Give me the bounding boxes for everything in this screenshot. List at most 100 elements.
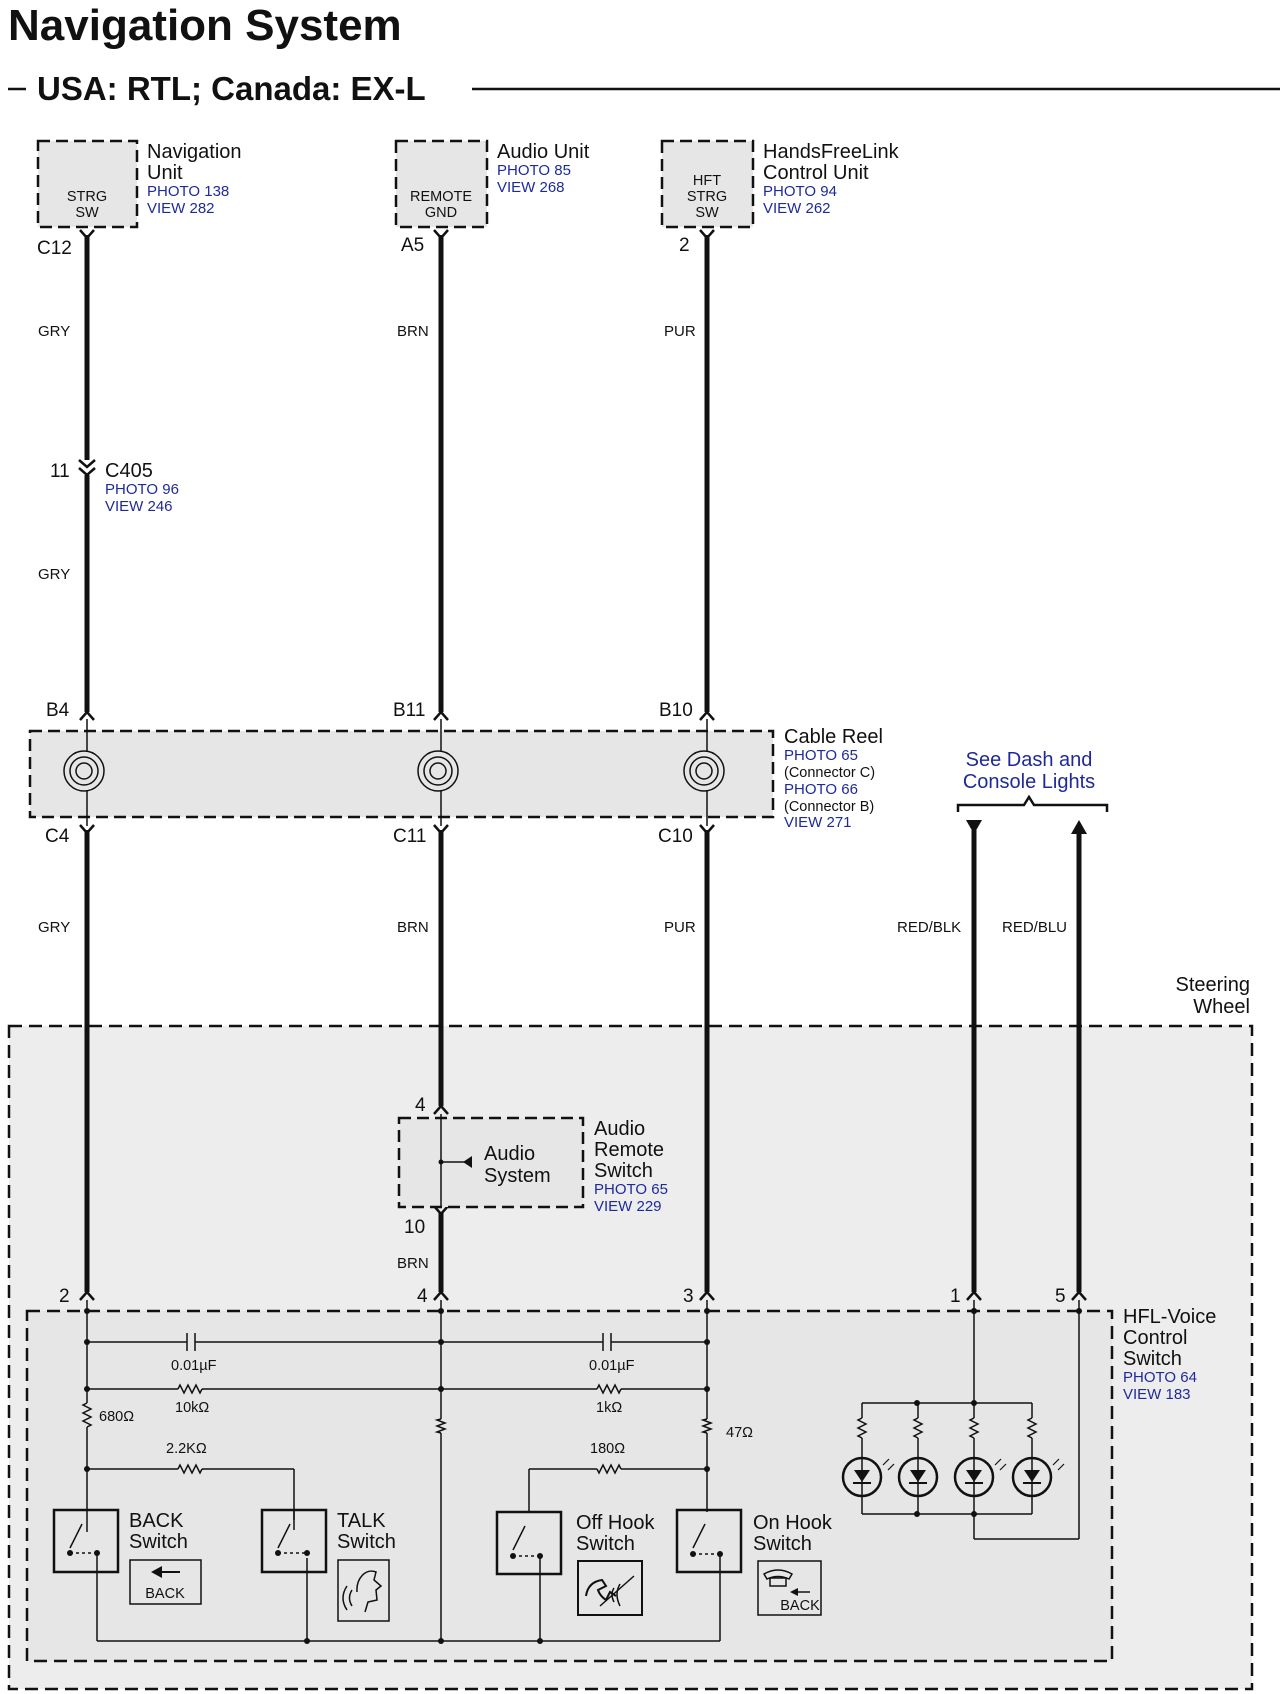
audio-remote-name-3: Switch	[594, 1160, 653, 1182]
wire-label-pur-1: PUR	[664, 323, 696, 340]
connector-marks	[78, 229, 1087, 1301]
audio-system-label-2: System	[484, 1165, 551, 1187]
hfl-voice-name-2: Control	[1123, 1327, 1187, 1349]
wire-label-brn-1: BRN	[397, 323, 429, 340]
page-title: Navigation System	[8, 1, 402, 50]
c405-view-link[interactable]: VIEW 246	[105, 498, 173, 515]
subtitle-row: USA: RTL; Canada: EX-L	[8, 70, 1280, 107]
hfl-unit-name-1: HandsFreeLink	[763, 141, 900, 163]
cap-1-value: 0.01µF	[171, 1358, 217, 1374]
audio-remote-pin-10: 10	[404, 1217, 425, 1238]
hfl-unit-name-2: Control Unit	[763, 162, 869, 184]
led-icon-2	[897, 1456, 939, 1498]
talk-switch-label-1: TALK	[337, 1510, 386, 1532]
audio-pin-a5: A5	[401, 235, 424, 256]
cap-2-value: 0.01µF	[589, 1358, 635, 1374]
led-icon-3	[953, 1456, 1007, 1498]
back-switch-label-2: Switch	[129, 1531, 188, 1553]
dash-lights-label-2[interactable]: Console Lights	[963, 771, 1095, 793]
nav-unit-view-link[interactable]: VIEW 282	[147, 200, 215, 217]
hfl-voice-pin-5: 5	[1055, 1286, 1066, 1307]
dash-lights-reference[interactable]: See Dash and Console Lights	[956, 749, 1109, 834]
on-hook-phone-icon: BACK	[757, 1560, 822, 1616]
wire-label-red-blu: RED/BLU	[1002, 919, 1067, 936]
hfl-terminal-label-3: SW	[695, 205, 719, 221]
led-icon-1	[841, 1456, 895, 1498]
nav-unit-name-2: Unit	[147, 162, 183, 184]
arrow-up-icon	[1071, 820, 1087, 834]
wire-label-brn-3: BRN	[397, 1255, 429, 1272]
resistor-680-value: 680Ω	[99, 1409, 134, 1425]
cable-reel-pin-c4: C4	[45, 826, 70, 847]
hfl-voice-pin-1: 1	[950, 1286, 961, 1307]
resistor-1k-value: 1kΩ	[596, 1400, 622, 1416]
hfl-voice-view-link[interactable]: VIEW 183	[1123, 1386, 1191, 1403]
wire-label-gry-1: GRY	[38, 323, 70, 340]
off-hook-switch[interactable]: Off Hook Switch	[495, 1510, 656, 1616]
talk-switch[interactable]: TALK Switch	[260, 1508, 396, 1622]
hfl-terminal-label-1: HFT	[693, 173, 721, 189]
internal-circuit	[81, 1300, 721, 1642]
cable-reel-name: Cable Reel	[784, 726, 883, 748]
cable-reel-photo-b-link[interactable]: PHOTO 66	[784, 781, 858, 798]
main-wires	[84, 235, 1082, 1292]
resistor-47-value: 47Ω	[726, 1425, 753, 1441]
wire-label-red-blk: RED/BLK	[897, 919, 961, 936]
cable-reel: B4 B11 B10 C4 C11 C10 Cable Reel PHOTO 6…	[28, 700, 883, 847]
audio-unit: REMOTE GND Audio Unit PHOTO 85 VIEW 268 …	[394, 139, 590, 256]
audio-remote-switch: Audio System 4 10 Audio Remote Switch PH…	[397, 1095, 668, 1238]
cable-reel-pin-b4: B4	[46, 700, 70, 721]
page-subtitle: USA: RTL; Canada: EX-L	[37, 70, 426, 107]
nav-terminal-label-1: STRG	[67, 189, 107, 205]
back-switch-label-1: BACK	[129, 1510, 184, 1532]
hfl-control-unit: HFT STRG SW HandsFreeLink Control Unit P…	[660, 139, 900, 256]
hfl-unit-view-link[interactable]: VIEW 262	[763, 200, 831, 217]
audio-terminal-label-2: GND	[425, 205, 457, 221]
off-hook-label-1: Off Hook	[576, 1512, 656, 1534]
arrow-down-icon	[966, 820, 982, 834]
c405-photo-link[interactable]: PHOTO 96	[105, 481, 179, 498]
c405-name: C405	[105, 460, 153, 482]
audio-remote-name-1: Audio	[594, 1118, 645, 1140]
cable-reel-photo-c-link[interactable]: PHOTO 65	[784, 747, 858, 764]
nav-unit-name-1: Navigation	[147, 141, 242, 163]
cable-reel-pin-c11: C11	[393, 826, 426, 847]
back-icon-text: BACK	[145, 1586, 185, 1602]
audio-remote-photo-link[interactable]: PHOTO 65	[594, 1181, 668, 1198]
nav-terminal-label-2: SW	[75, 205, 99, 221]
back-arrow-icon: BACK	[129, 1559, 202, 1605]
wire-label-brn-2: BRN	[397, 919, 429, 936]
wire-label-pur-2: PUR	[664, 919, 696, 936]
audio-unit-name: Audio Unit	[497, 141, 590, 163]
on-hook-switch[interactable]: On Hook Switch BACK	[675, 1508, 833, 1616]
junction-dots	[84, 1308, 1082, 1644]
hfl-voice-pin-2: 2	[59, 1286, 70, 1307]
cable-reel-connector-c: (Connector C)	[784, 765, 875, 781]
hfl-voice-pin-3: 3	[683, 1286, 694, 1307]
cable-reel-view-link[interactable]: VIEW 271	[784, 814, 852, 831]
hfl-voice-name-3: Switch	[1123, 1348, 1182, 1370]
audio-remote-view-link[interactable]: VIEW 229	[594, 1198, 662, 1215]
hfl-voice-switch-box	[25, 1309, 1114, 1663]
audio-remote-name-2: Remote	[594, 1139, 664, 1161]
off-hook-label-2: Switch	[576, 1533, 635, 1555]
led-icon-4	[1011, 1456, 1065, 1498]
c405-pin-11: 11	[50, 461, 70, 482]
nav-unit-photo-link[interactable]: PHOTO 138	[147, 183, 229, 200]
audio-unit-view-link[interactable]: VIEW 268	[497, 179, 565, 196]
hfl-terminal-label-2: STRG	[687, 189, 727, 205]
nav-pin-c12: C12	[37, 238, 72, 259]
resistor-2k2-value: 2.2KΩ	[166, 1441, 207, 1457]
back-switch[interactable]: BACK Switch BACK	[52, 1508, 202, 1605]
hfl-voice-photo-link[interactable]: PHOTO 64	[1123, 1369, 1197, 1386]
hfl-unit-photo-link[interactable]: PHOTO 94	[763, 183, 837, 200]
off-hook-phone-icon	[577, 1560, 643, 1616]
audio-unit-photo-link[interactable]: PHOTO 85	[497, 162, 571, 179]
audio-terminal-label-1: REMOTE	[410, 189, 472, 205]
resistor-10k-value: 10kΩ	[175, 1400, 209, 1416]
cable-reel-pin-b10: B10	[659, 700, 693, 721]
voice-talk-icon	[337, 1559, 390, 1622]
on-hook-icon-text: BACK	[780, 1598, 820, 1614]
dash-lights-label-1[interactable]: See Dash and	[966, 749, 1093, 771]
